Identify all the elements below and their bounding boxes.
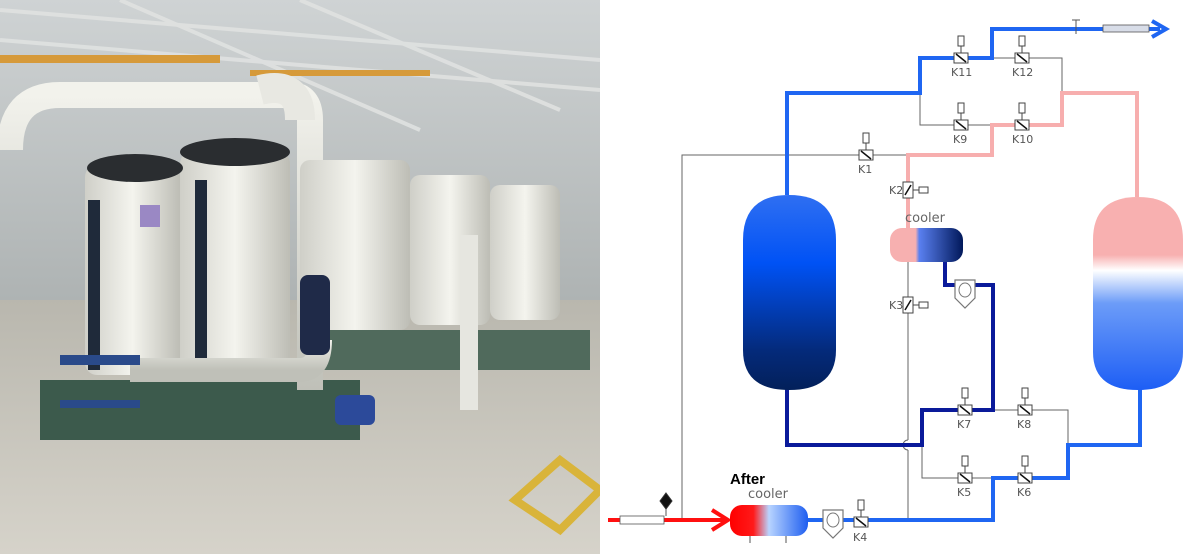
cooler-label: cooler <box>905 211 946 226</box>
separator-icon <box>954 279 976 309</box>
industrial-dryer-photo <box>0 0 600 554</box>
dry-air-outlet-pipe <box>785 27 1160 195</box>
valve-label: K4 <box>853 531 867 544</box>
outlet-arrow-icon <box>1151 19 1171 39</box>
adsorber-tower-right <box>1093 197 1183 390</box>
valve-label: K8 <box>1017 418 1031 431</box>
valve-label: K7 <box>957 418 971 431</box>
valve-k6[interactable]: K6 <box>1017 455 1033 499</box>
valve-k4[interactable]: K4 <box>853 499 869 544</box>
valve-k10[interactable]: K10 <box>1012 102 1033 146</box>
process-air-pipe <box>808 388 1142 522</box>
valve-k5[interactable]: K5 <box>957 455 973 499</box>
drain-diamond-icon <box>659 492 673 510</box>
cooler <box>890 228 963 262</box>
valve-k12[interactable]: K12 <box>1012 35 1033 79</box>
control-lines <box>681 57 1069 520</box>
process-flow-diagram: cooler After cooler K1 K2 K3 K4 K5 K6 K7… <box>608 19 1183 544</box>
valve-label: K10 <box>1012 133 1033 146</box>
valve-label: K6 <box>1017 486 1031 499</box>
valve-label: K5 <box>957 486 971 499</box>
valve-k8[interactable]: K8 <box>1017 387 1033 431</box>
valve-label: K1 <box>858 163 872 176</box>
valve-label: K12 <box>1012 66 1033 79</box>
valve-label: K9 <box>953 133 967 146</box>
valve-label: K3 <box>889 299 903 312</box>
separator-icon <box>822 509 844 539</box>
valve-k11[interactable]: K11 <box>951 35 972 79</box>
valve-k1[interactable]: K1 <box>858 132 874 176</box>
aftercooler-title: After <box>730 471 765 488</box>
valve-label: K11 <box>951 66 972 79</box>
valve-k7[interactable]: K7 <box>957 387 973 431</box>
aftercooler-label: cooler <box>748 487 789 502</box>
inlet-filter <box>619 515 665 525</box>
valve-k9[interactable]: K9 <box>953 102 969 146</box>
valve-k2[interactable]: K2 <box>889 181 929 199</box>
inlet-arrow-icon <box>710 508 732 532</box>
valve-k3[interactable]: K3 <box>889 296 929 314</box>
aftercooler <box>730 505 808 536</box>
adsorber-tower-left <box>743 195 836 390</box>
valve-label: K2 <box>889 184 903 197</box>
